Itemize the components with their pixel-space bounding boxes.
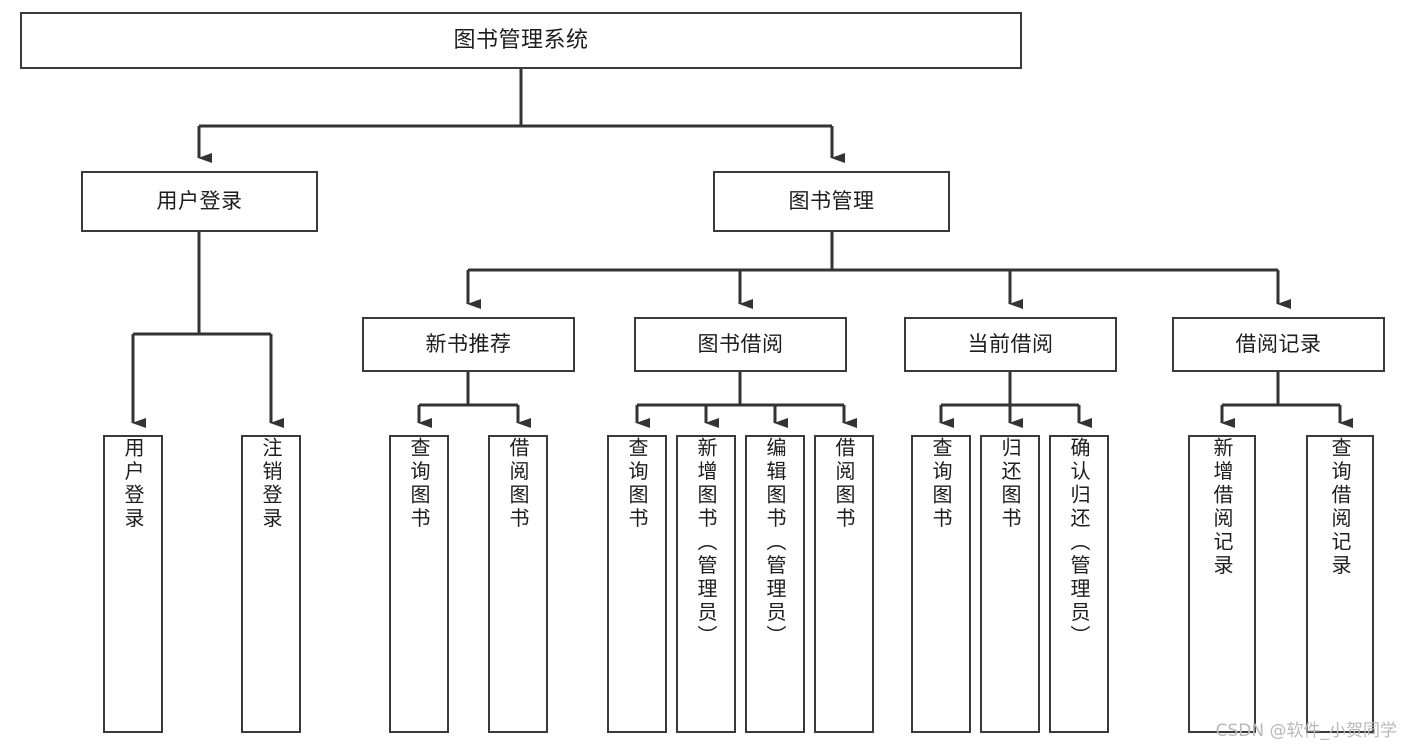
- node-user-login-label: 用户登录: [156, 189, 243, 214]
- node-leaf-confirm-return-admin[interactable]: 确认归还（管理员）: [1049, 435, 1109, 733]
- node-current-borrow[interactable]: 当前借阅: [904, 317, 1117, 372]
- node-book-manage-label: 图书管理: [788, 189, 875, 214]
- node-leaf-query-book-1-label: 查询图书: [407, 437, 431, 531]
- node-leaf-add-borrow-record[interactable]: 新增借阅记录: [1188, 435, 1256, 733]
- node-leaf-user-login[interactable]: 用户登录: [103, 435, 163, 733]
- node-borrow-record-label: 借阅记录: [1235, 332, 1322, 357]
- node-leaf-query-book-2-label: 查询图书: [625, 437, 649, 531]
- node-leaf-confirm-return-admin-label: 确认归还（管理员）: [1067, 437, 1091, 649]
- node-leaf-query-book-3-label: 查询图书: [929, 437, 953, 531]
- node-leaf-borrow-book-2-label: 借阅图书: [832, 437, 856, 531]
- node-book-manage[interactable]: 图书管理: [713, 171, 950, 232]
- node-root-label: 图书管理系统: [453, 27, 589, 53]
- node-leaf-query-book-3[interactable]: 查询图书: [911, 435, 971, 733]
- node-leaf-user-login-label: 用户登录: [121, 437, 145, 531]
- node-leaf-edit-book-admin[interactable]: 编辑图书（管理员）: [745, 435, 805, 733]
- node-leaf-add-book-admin-label: 新增图书（管理员）: [694, 437, 718, 649]
- node-leaf-return-book[interactable]: 归还图书: [980, 435, 1040, 733]
- node-leaf-return-book-label: 归还图书: [998, 437, 1022, 531]
- node-leaf-borrow-book-1-label: 借阅图书: [506, 437, 530, 531]
- node-leaf-borrow-book-2[interactable]: 借阅图书: [814, 435, 874, 733]
- node-leaf-query-borrow-record[interactable]: 查询借阅记录: [1306, 435, 1374, 733]
- node-new-book-recommend[interactable]: 新书推荐: [362, 317, 575, 372]
- node-leaf-borrow-book-1[interactable]: 借阅图书: [488, 435, 548, 733]
- node-current-borrow-label: 当前借阅: [967, 332, 1054, 357]
- node-leaf-logout-login-label: 注销登录: [259, 437, 283, 531]
- node-book-borrow[interactable]: 图书借阅: [634, 317, 847, 372]
- node-borrow-record[interactable]: 借阅记录: [1172, 317, 1385, 372]
- node-root[interactable]: 图书管理系统: [20, 12, 1022, 69]
- node-leaf-logout-login[interactable]: 注销登录: [241, 435, 301, 733]
- node-new-book-recommend-label: 新书推荐: [425, 332, 512, 357]
- node-book-borrow-label: 图书借阅: [697, 332, 784, 357]
- csdn-watermark: CSDN @软件_小贺同学: [1215, 721, 1397, 741]
- node-leaf-edit-book-admin-label: 编辑图书（管理员）: [763, 437, 787, 649]
- node-user-login[interactable]: 用户登录: [81, 171, 318, 232]
- node-leaf-query-book-2[interactable]: 查询图书: [607, 435, 667, 733]
- node-leaf-add-book-admin[interactable]: 新增图书（管理员）: [676, 435, 736, 733]
- node-leaf-query-book-1[interactable]: 查询图书: [389, 435, 449, 733]
- node-leaf-query-borrow-record-label: 查询借阅记录: [1328, 437, 1352, 578]
- node-leaf-add-borrow-record-label: 新增借阅记录: [1210, 437, 1234, 578]
